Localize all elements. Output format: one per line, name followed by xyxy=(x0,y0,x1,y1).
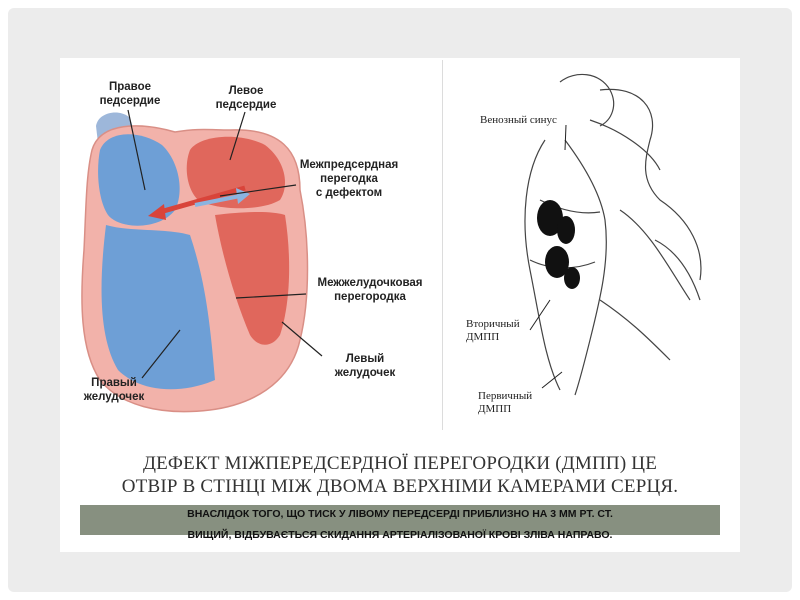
caption-line-2: ОТВІР В СТІНЦІ МІЖ ДВОМА ВЕРХНІМИ КАМЕРА… xyxy=(121,476,679,497)
sketch-holes xyxy=(537,200,580,289)
caption-line-1: ДЕФЕКТ МІЖПЕРЕДСЕРДНОЇ ПЕРЕГОРОДКИ (ДМПП… xyxy=(142,453,658,474)
slide-caption: ДЕФЕКТ МІЖПЕРЕДСЕРДНОЇ ПЕРЕГОРОДКИ (ДМПП… xyxy=(60,452,740,498)
note-line-2: ВИЩИЙ, ВІДБУВАЄТЬСЯ СКИДАННЯ АРТЕРІАЛІЗО… xyxy=(187,529,613,541)
panel-divider xyxy=(442,60,443,430)
note-line-1: ВНАСЛІДОК ТОГО, ЩО ТИСК У ЛІВОМУ ПЕРЕДСЕ… xyxy=(187,508,613,520)
note-bar: ВНАСЛІДОК ТОГО, ЩО ТИСК У ЛІВОМУ ПЕРЕДСЕ… xyxy=(80,505,720,541)
label-venous-sinus: Венозный синус xyxy=(480,114,557,126)
heart-sketch xyxy=(524,73,702,396)
heart-illustration xyxy=(81,109,323,413)
